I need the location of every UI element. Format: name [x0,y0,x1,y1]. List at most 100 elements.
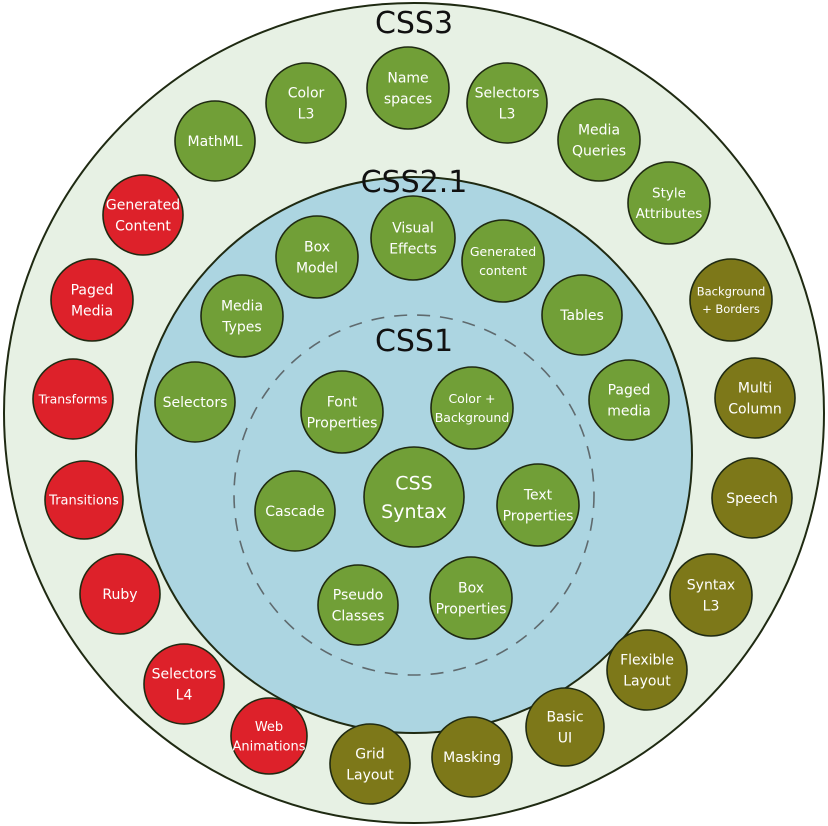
node-label-line: L3 [298,107,315,123]
node-label-line: CSS [395,473,432,495]
node-ruby: Ruby [79,553,161,635]
node-label-line: Layout [346,768,394,784]
node-label-line: L4 [176,688,193,704]
node-label-line: L3 [703,599,720,615]
node-circle [541,274,623,356]
node-label-line: Animations [232,739,305,754]
node-label-line: media [607,404,651,420]
node-speech: Speech [711,457,793,539]
node-label-line: Types [221,320,261,336]
node-label-line: Basic [546,710,583,726]
node-label-line: Transforms [38,392,108,407]
node-label-line: Attributes [636,206,703,222]
node-label-line: spaces [384,92,432,108]
node-circle [496,463,580,547]
css1-title: CSS1 [375,324,453,359]
node-label-line: Flexible [620,653,674,669]
node-circle [329,723,411,805]
node-circle [429,556,513,640]
node-label-line: MathML [188,134,243,150]
node-circle [689,258,773,342]
node-masking: Masking [431,716,513,798]
node-circle [430,366,514,450]
node-label-line: Selectors [163,395,228,411]
node-css-syntax: CSS Syntax [363,446,465,548]
node-label-line: Classes [332,609,385,625]
node-label-line: Layout [623,674,671,690]
node-circle [44,460,124,540]
node-label-line: Media [578,123,620,139]
node-circle [254,470,336,552]
node-circle [714,357,796,439]
node-circle [230,697,308,775]
node-label-line: Multi [738,381,772,397]
node-label-line: Ruby [102,587,137,603]
node-label-line: Transitions [48,494,119,509]
node-label-line: Speech [726,491,778,507]
node-circle [102,174,184,256]
node-label-line: Box [304,240,330,256]
node-label-line: Column [728,402,782,418]
node-label-line: + Borders [702,302,760,316]
node-label-line: Syntax [687,578,735,594]
node-circle [525,687,605,767]
node-cascade: Cascade [254,470,336,552]
node-label-line: Media [221,299,263,315]
node-label-line: Cascade [265,504,324,520]
node-label-line: Web [255,720,283,735]
node-label-line: Grid [355,747,384,763]
node-transforms: Transforms [32,358,114,440]
node-label-line: Text [523,488,553,504]
node-circle [466,62,548,144]
node-circle [79,553,161,635]
node-label-line: Masking [443,750,501,766]
node-circle [627,161,711,245]
node-label-line: Selectors [475,86,540,102]
node-circle [588,359,670,441]
node-label-line: UI [558,731,572,747]
css3-title: CSS3 [375,6,453,41]
node-label-line: Syntax [381,501,447,523]
node-label-line: L3 [499,107,516,123]
node-label-line: Color + [448,391,495,406]
node-label-line: Color [288,86,325,102]
node-label-line: Selectors [152,667,217,683]
node-circle [370,195,456,281]
node-label-line: Media [71,304,113,320]
node-circle [200,274,284,358]
node-label-line: Font [327,395,358,411]
node-circle [711,457,793,539]
node-circle [363,446,465,548]
node-label-line: Generated [106,198,180,214]
node-label-line: Tables [559,308,604,324]
node-label-line: Background [697,285,766,299]
node-label-line: Content [115,219,171,235]
node-label-line: Queries [572,144,626,160]
node-color-background: Color +Background [430,366,514,450]
css21-title: CSS2.1 [361,165,468,200]
node-circle [300,370,384,454]
node-mathml: MathML [174,100,256,182]
node-label-line: Generated [470,244,536,259]
node-circle [606,629,688,711]
node-circle [154,361,236,443]
